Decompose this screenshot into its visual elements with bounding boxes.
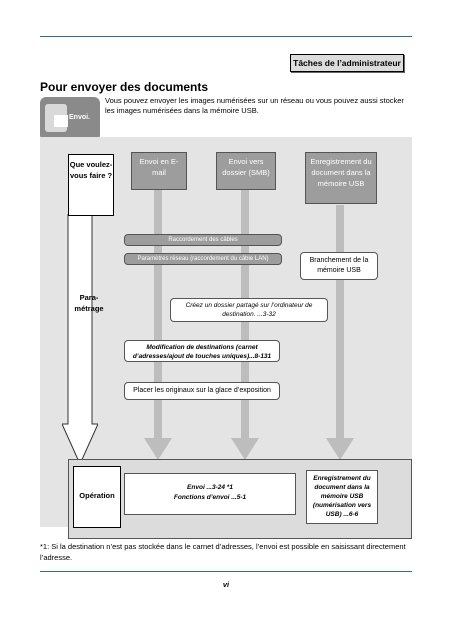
usb-stem — [336, 205, 344, 440]
network-step: Paramètres réseau (raccordement du câble… — [124, 253, 282, 265]
usb-connect-step: Branchement de la mémoire USB — [300, 252, 378, 280]
mode-icon-label: Envoi. — [69, 114, 91, 121]
question-label: Que voulez-vous faire ? — [68, 154, 114, 216]
send-mode-icon: Envoi. — [40, 97, 100, 141]
operation-label: Opération — [73, 466, 121, 528]
send-result-line1: Envoi ...3-24 *1 — [187, 484, 233, 491]
smb-arrow-head — [231, 438, 259, 460]
page-title: Pour envoyer des documents — [40, 80, 209, 94]
email-column-head: Envoi en E-mail — [131, 152, 187, 190]
send-result-box: Envoi ...3-24 *1 Fonctions d’envoi ...5-… — [124, 473, 296, 515]
cables-step: Raccordement des câbles — [124, 234, 282, 246]
email-stem — [154, 190, 162, 440]
scanner-icon — [45, 104, 68, 132]
email-arrow-head — [144, 438, 172, 460]
usb-result-box: Enregistrement du document dans la mémoi… — [306, 470, 378, 524]
shared-folder-step: Créez un dossier partagé sur l’ordinateu… — [170, 298, 328, 322]
place-originals-step: Placer les originaux sur la glace d’expo… — [124, 382, 280, 400]
send-result-line2: Fonctions d’envoi ...5-1 — [173, 494, 247, 501]
left-down-arrow — [62, 214, 98, 464]
page-number: vi — [222, 580, 230, 589]
smb-column-head: Envoi vers dossier (SMB) — [216, 152, 276, 190]
top-rule — [40, 36, 412, 37]
footnote: *1: Si la destination n’est pas stockée … — [40, 542, 406, 562]
intro-text: Vous pouvez envoyer les images numérisée… — [105, 96, 404, 115]
usb-column-head: Enregistrement du document dans la mémoi… — [305, 152, 377, 204]
bottom-rule — [40, 571, 412, 572]
section-badge: Tâches de l’administrateur — [290, 54, 404, 72]
usb-arrow-head — [326, 438, 354, 460]
address-book-step: Modification de destinations (carnet d’a… — [124, 340, 280, 362]
parametrage-label: Para-métrage — [74, 293, 104, 313]
